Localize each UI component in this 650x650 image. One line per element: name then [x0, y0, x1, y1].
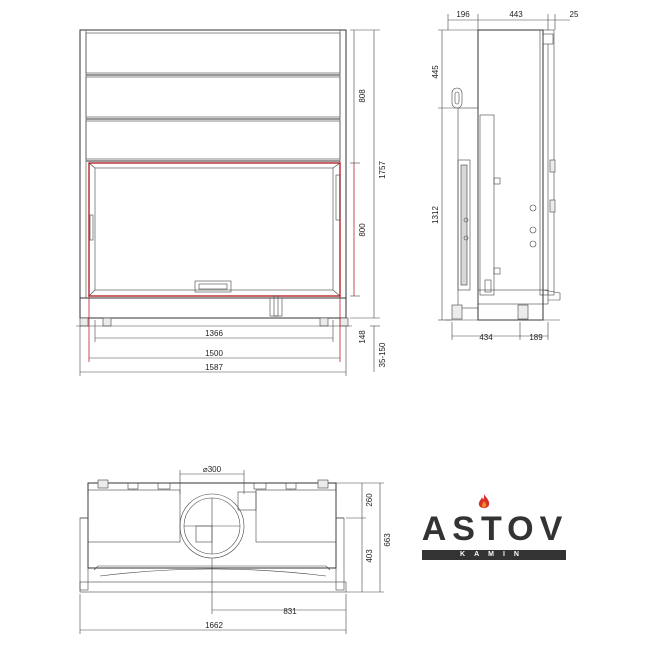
dim-148: 148: [358, 330, 367, 344]
top-view: ⌀300 831 1662 260 663 403: [79, 465, 392, 634]
dim-189: 189: [529, 333, 543, 342]
leg-1: [79, 317, 89, 327]
logo-sub-text: KAMIN: [422, 550, 566, 560]
dim-808: 808: [358, 89, 367, 103]
dim-663: 663: [383, 533, 392, 547]
door-glass: [94, 167, 334, 291]
dim-25: 25: [570, 10, 579, 19]
front-panel-3: [85, 120, 341, 160]
dim-831: 831: [283, 607, 297, 616]
dim-1500: 1500: [205, 349, 223, 358]
door-frame: [88, 162, 341, 297]
side-flue-ring: [451, 87, 463, 109]
side-view: 196 443 25 445 1312 434 189: [431, 10, 579, 342]
dim-1757: 1757: [378, 161, 387, 179]
dim-403: 403: [365, 549, 374, 563]
front-view: 1366 1500 1587 808 1757 800 148 35-150: [76, 29, 387, 376]
dim-800: 800: [358, 223, 367, 237]
logo-brand-text: ASTOV: [421, 510, 569, 548]
dim-445: 445: [431, 65, 440, 79]
dim-434: 434: [479, 333, 493, 342]
dim-196: 196: [456, 10, 470, 19]
astov-kamin-logo: ASTOV KAMIN: [420, 494, 570, 560]
dim-35-150: 35-150: [378, 342, 387, 367]
front-panel-1: [85, 32, 341, 74]
front-base: [79, 297, 347, 319]
door-handle: [194, 280, 232, 293]
dim-260: 260: [365, 493, 374, 507]
top-front-edge: [79, 581, 347, 593]
dim-443: 443: [509, 10, 523, 19]
dim-1587: 1587: [205, 363, 223, 372]
dim-1662: 1662: [205, 621, 223, 630]
flame-icon: [478, 494, 490, 508]
front-panel-2: [85, 76, 341, 118]
dim-1312: 1312: [431, 206, 440, 224]
dim-1366: 1366: [205, 329, 223, 338]
side-body-outline: [477, 29, 544, 321]
front-body-outline: [79, 29, 347, 299]
dim-flue-diameter: ⌀300: [203, 465, 222, 474]
